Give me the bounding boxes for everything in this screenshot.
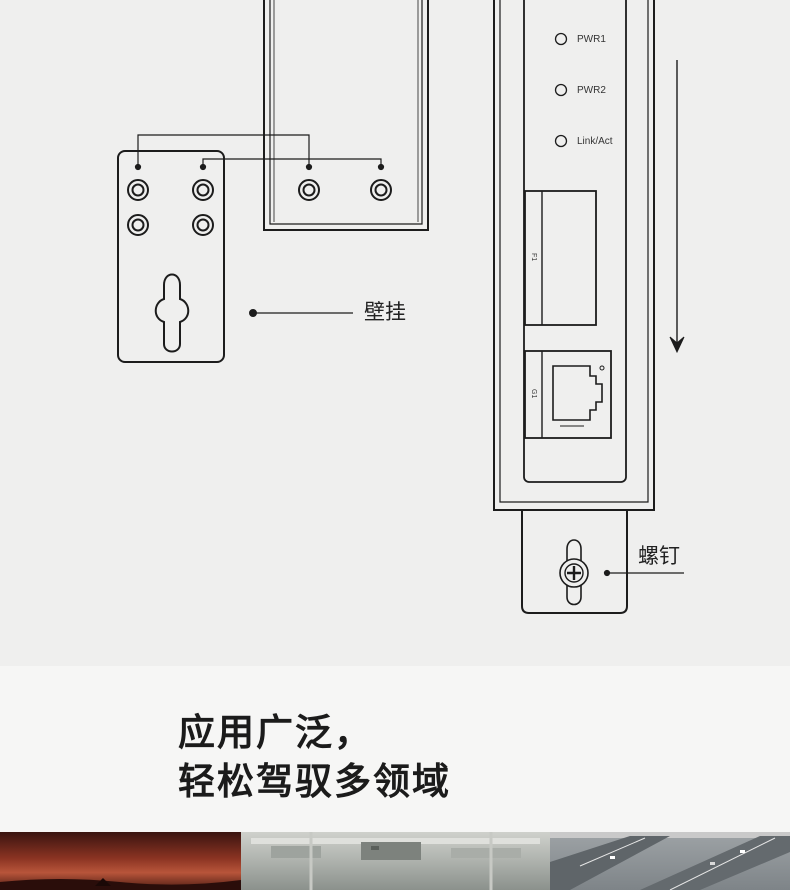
mounting-diagram (117, 0, 685, 614)
led-label-pwr2: PWR2 (577, 85, 606, 96)
port-label-f1: F1 (530, 253, 537, 262)
fiber-port-f1 (524, 190, 597, 326)
device-body (493, 0, 655, 511)
down-arrow-icon (669, 60, 685, 354)
din-rail (263, 0, 429, 231)
application-photo-strip (0, 832, 790, 890)
screw-tab (521, 510, 628, 614)
screw-callout-line (603, 569, 684, 577)
diagram-area: PWR1 PWR2 Link/Act F1 G1 壁挂 螺钉 (117, 0, 685, 614)
headline-line-2: 轻松驾驭多领域 (178, 760, 451, 803)
led-link-act-icon (554, 134, 568, 148)
port-label-g1: G1 (530, 389, 537, 399)
wall-mount-plate (117, 150, 225, 363)
keyhole-slot (154, 273, 190, 353)
photo-sunset-scene (0, 832, 241, 890)
rail-hole-left (298, 179, 320, 201)
screw-label: 螺钉 (638, 544, 680, 568)
led-pwr2-icon (554, 83, 568, 97)
led-pwr1-icon (554, 32, 568, 46)
ethernet-port-g1 (524, 350, 612, 439)
photo-highway-aerial (550, 832, 790, 890)
led-label-link-act: Link/Act (577, 136, 613, 147)
front-panel (523, 0, 627, 483)
led-label-pwr1: PWR1 (577, 34, 606, 45)
wall-mount-label: 壁挂 (364, 300, 406, 324)
alignment-lines (134, 134, 385, 171)
headline-line-1: 应用广泛， (178, 711, 373, 754)
photo-factory-interior (241, 832, 550, 890)
rail-hole-right (370, 179, 392, 201)
wall-mount-callout-line (249, 309, 353, 317)
headline-section: 应用广泛， 轻松驾驭多领域 (0, 666, 790, 832)
